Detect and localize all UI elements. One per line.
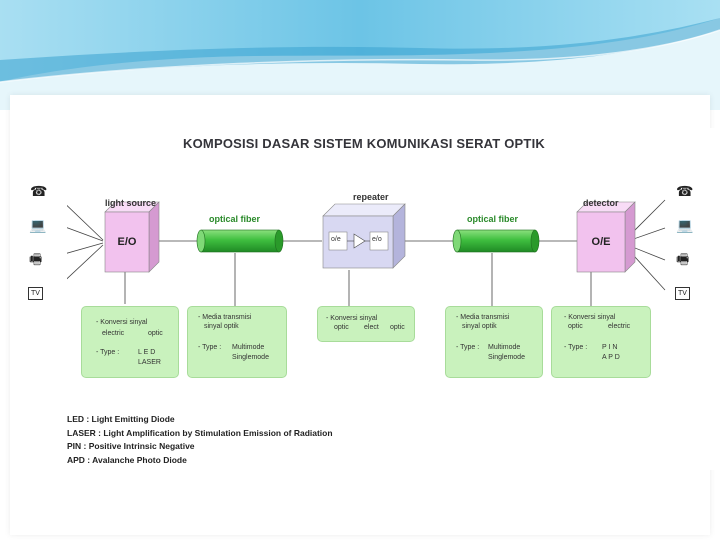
optical-fiber-right-label: optical fiber	[467, 214, 519, 224]
tv-icon: TV	[28, 287, 43, 300]
optical-fiber-right	[452, 229, 540, 253]
repeater-label: repeater	[353, 192, 389, 202]
repeater-description: - Konversi sinyal optic elect optic	[317, 306, 415, 342]
fax-icon: 🖷	[29, 251, 43, 267]
connection-lines	[67, 199, 666, 337]
repeater-oe-label: o/e	[331, 236, 341, 243]
repeater-box	[322, 203, 406, 269]
legend-item-led: LED : Light Emitting Diode	[67, 414, 175, 424]
oe-box	[576, 201, 636, 273]
diagram-title: KOMPOSISI DASAR SISTEM KOMUNIKASI SERAT …	[183, 136, 545, 151]
legend-item-apd: APD : Avalanche Photo Diode	[67, 454, 187, 465]
light-source-label: light source	[105, 198, 157, 208]
legend-item-laser: LASER : Light Amplification by Stimulati…	[67, 427, 333, 438]
tv-icon-right: TV	[675, 287, 690, 300]
detector-description: - Konversi sinyal optic electric - Type …	[551, 306, 651, 378]
fiber-left-description: - Media transmisi sinyal optik - Type : …	[187, 306, 287, 378]
computer-icon: 💻	[29, 217, 47, 233]
light-source-description: - Konversi sinyal electric optic - Type …	[81, 306, 179, 378]
telephone-icon-right: ☎	[676, 183, 694, 199]
optical-fiber-left	[196, 229, 284, 253]
repeater-eo-label: e/o	[372, 236, 382, 243]
computer-icon-right: 💻	[676, 217, 694, 233]
legend: LED : Light Emitting Diode LASER : Light…	[67, 413, 333, 467]
optical-fiber-left-label: optical fiber	[209, 214, 261, 224]
detector-label: detector	[583, 198, 619, 208]
fax-icon-right: 🖷	[676, 251, 690, 267]
fiber-right-description: - Media transmisi sinyal optik - Type : …	[445, 306, 543, 378]
telephone-icon: ☎	[30, 183, 48, 199]
eo-box	[104, 201, 160, 273]
diagram-figure: KOMPOSISI DASAR SISTEM KOMUNIKASI SERAT …	[67, 128, 715, 470]
eo-label: E/O	[117, 236, 137, 248]
oe-label: O/E	[591, 236, 611, 248]
legend-item-pin: PIN : Positive Intrinsic Negative	[67, 441, 195, 451]
header-band	[0, 0, 720, 110]
